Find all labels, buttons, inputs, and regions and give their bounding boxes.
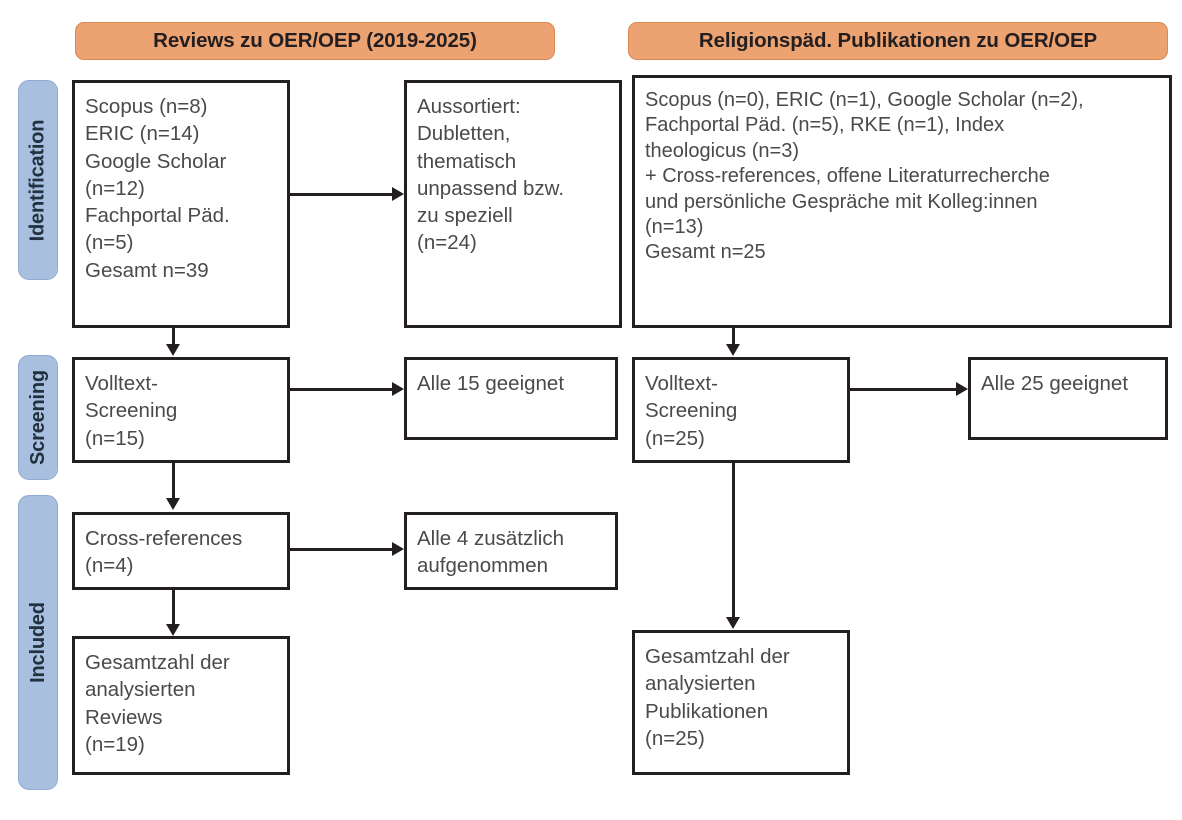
column-header-religionspaed: Religionspäd. Publikationen zu OER/OEP bbox=[628, 22, 1168, 60]
connector-right-ident-to-screening bbox=[732, 328, 735, 346]
left-crossref-line-2: (n=4) bbox=[85, 554, 134, 578]
column-header-reviews: Reviews zu OER/OEP (2019-2025) bbox=[75, 22, 555, 60]
right-included-line-3: Publikationen bbox=[645, 699, 769, 723]
arrowhead-right-screening-to-result bbox=[956, 382, 968, 396]
stage-pill-included-label: Included bbox=[26, 602, 49, 683]
left-identification-line-6: (n=5) bbox=[85, 231, 134, 255]
left-identification-line-5: Fachportal Päd. bbox=[85, 204, 230, 227]
connector-right-screening-to-included bbox=[732, 463, 735, 618]
stage-pill-identification-label: Identification bbox=[26, 119, 49, 241]
arrowhead-left-ident-to-screening bbox=[166, 344, 180, 356]
right-screening-line-3: (n=25) bbox=[645, 426, 705, 450]
right-included-line-2: analysierten bbox=[645, 672, 756, 696]
arrowhead-left-crossref-to-included bbox=[166, 624, 180, 636]
left-excluded-line-1: Aussortiert: bbox=[417, 95, 521, 118]
left-identification-line-2: ERIC (n=14) bbox=[85, 122, 200, 146]
right-screening-box: Volltext- Screening (n=25) bbox=[632, 357, 850, 463]
left-screening-line-2: Screening bbox=[85, 399, 178, 423]
right-screening-line-1: Volltext- bbox=[645, 372, 718, 395]
left-screening-result-line-1: Alle 15 geeignet bbox=[417, 372, 565, 395]
left-identification-line-7: Gesamt n=39 bbox=[85, 258, 209, 282]
right-screening-result-box: Alle 25 geeignet bbox=[968, 357, 1168, 440]
right-identification-line-4: + Cross-references, offene Literaturrech… bbox=[645, 165, 1050, 188]
left-excluded-line-6: (n=24) bbox=[417, 231, 477, 255]
left-screening-line-1: Volltext- bbox=[85, 372, 158, 395]
left-included-line-4: (n=19) bbox=[85, 732, 145, 756]
stage-pill-included: Included bbox=[18, 495, 58, 790]
connector-left-ident-to-screening bbox=[172, 328, 175, 346]
left-excluded-line-3: thematisch bbox=[417, 149, 517, 173]
connector-left-crossref-to-included bbox=[172, 590, 175, 626]
left-excluded-line-5: zu speziell bbox=[417, 204, 513, 227]
right-identification-line-1: Scopus (n=0), ERIC (n=1), Google Scholar… bbox=[645, 89, 1084, 111]
left-screening-result-box: Alle 15 geeignet bbox=[404, 357, 618, 440]
left-crossref-result-line-2: aufgenommen bbox=[417, 554, 549, 578]
left-included-line-2: analysierten bbox=[85, 678, 196, 702]
connector-left-screening-to-crossref bbox=[172, 463, 175, 499]
right-screening-line-2: Screening bbox=[645, 399, 738, 423]
arrowhead-left-ident-to-excluded bbox=[392, 187, 404, 201]
stage-pill-screening: Screening bbox=[18, 355, 58, 480]
right-identification-line-6: (n=13) bbox=[645, 215, 704, 238]
left-identification-box: Scopus (n=8) ERIC (n=14) Google Scholar … bbox=[72, 80, 290, 328]
right-identification-line-5: und persönliche Gespräche mit Kolleg:inn… bbox=[645, 190, 1038, 213]
left-crossref-result-line-1: Alle 4 zusätzlich bbox=[417, 527, 564, 550]
right-screening-result-line-1: Alle 25 geeignet bbox=[981, 372, 1129, 395]
left-screening-line-3: (n=15) bbox=[85, 426, 145, 450]
arrowhead-right-ident-to-screening bbox=[726, 344, 740, 356]
right-identification-line-3: theologicus (n=3) bbox=[645, 139, 799, 162]
right-identification-box: Scopus (n=0), ERIC (n=1), Google Scholar… bbox=[632, 75, 1172, 328]
arrowhead-left-screening-to-crossref bbox=[166, 498, 180, 510]
arrowhead-left-screening-to-result bbox=[392, 382, 404, 396]
right-identification-line-2: Fachportal Päd. (n=5), RKE (n=1), Index bbox=[645, 114, 1005, 137]
left-identification-line-1: Scopus (n=8) bbox=[85, 95, 208, 118]
left-screening-box: Volltext- Screening (n=15) bbox=[72, 357, 290, 463]
right-identification-line-7: Gesamt n=25 bbox=[645, 241, 766, 264]
left-excluded-line-4: unpassend bzw. bbox=[417, 176, 565, 200]
left-included-line-1: Gesamtzahl der bbox=[85, 651, 230, 674]
right-included-line-1: Gesamtzahl der bbox=[645, 645, 790, 668]
left-identification-line-4: (n=12) bbox=[85, 176, 145, 200]
connector-left-ident-to-excluded bbox=[290, 193, 392, 196]
column-header-religionspaed-label: Religionspäd. Publikationen zu OER/OEP bbox=[698, 29, 1098, 52]
left-crossref-box: Cross-references (n=4) bbox=[72, 512, 290, 590]
column-header-reviews-label: Reviews zu OER/OEP (2019-2025) bbox=[153, 29, 477, 52]
left-included-line-3: Reviews bbox=[85, 705, 163, 729]
arrowhead-right-screening-to-included bbox=[726, 617, 740, 629]
stage-pill-screening-label: Screening bbox=[26, 370, 49, 465]
left-excluded-box: Aussortiert: Dubletten, thematisch unpas… bbox=[404, 80, 622, 328]
left-crossref-line-1: Cross-references bbox=[85, 527, 243, 550]
left-included-box: Gesamtzahl der analysierten Reviews (n=1… bbox=[72, 636, 290, 775]
right-included-line-4: (n=25) bbox=[645, 726, 705, 750]
connector-left-crossref-to-result bbox=[290, 548, 392, 551]
left-crossref-result-box: Alle 4 zusätzlich aufgenommen bbox=[404, 512, 618, 590]
left-excluded-line-2: Dubletten, bbox=[417, 122, 511, 146]
right-included-box: Gesamtzahl der analysierten Publikatione… bbox=[632, 630, 850, 775]
left-identification-line-3: Google Scholar bbox=[85, 149, 227, 173]
stage-pill-identification: Identification bbox=[18, 80, 58, 280]
connector-right-screening-to-result bbox=[850, 388, 956, 391]
connector-left-screening-to-result bbox=[290, 388, 392, 391]
arrowhead-left-crossref-to-result bbox=[392, 542, 404, 556]
